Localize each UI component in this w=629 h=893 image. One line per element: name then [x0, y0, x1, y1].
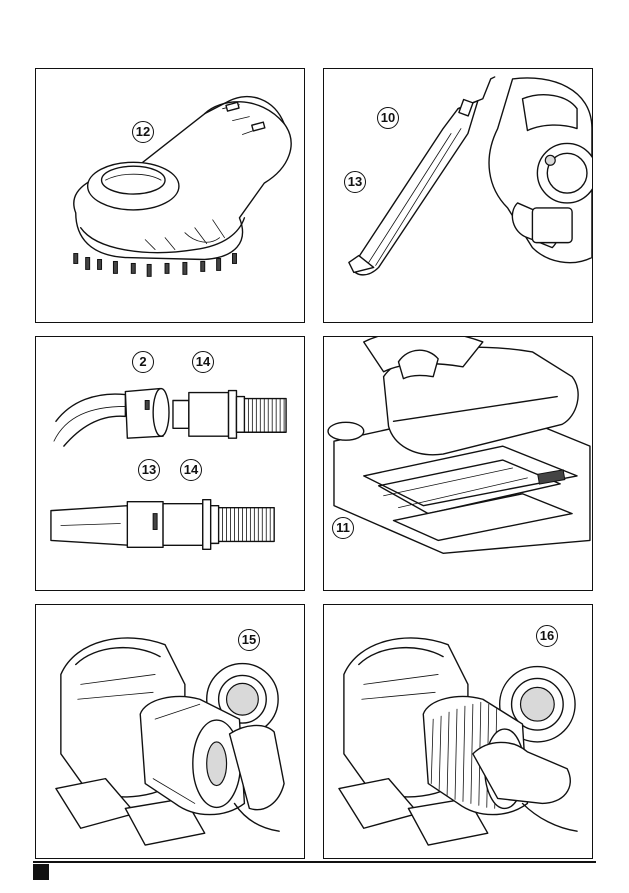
callout-13: 13: [344, 171, 366, 193]
callout-12: 12: [132, 121, 154, 143]
hose-connections-illustration: [36, 337, 304, 590]
filter-removal-illustration: [36, 605, 304, 858]
footer-rule: [33, 861, 596, 863]
callout-13: 13: [138, 459, 160, 481]
panel-hose-connections: 2 14 13 14: [35, 336, 305, 591]
crevice-tool-illustration: [324, 69, 592, 322]
panel-crevice-tool: 10 13: [323, 68, 593, 323]
panel-filter-removal: 15: [35, 604, 305, 859]
callout-14-upper: 14: [192, 351, 214, 373]
footer-marker: [33, 864, 49, 880]
callout-16: 16: [536, 625, 558, 647]
panel-brush-tool: 12: [35, 68, 305, 323]
panel-pleated-filter-removal: 16: [323, 604, 593, 859]
callout-11: 11: [332, 517, 354, 539]
callout-15: 15: [238, 629, 260, 651]
charging-base-illustration: [324, 337, 592, 590]
callout-10: 10: [377, 107, 399, 129]
panel-charging-base: 11: [323, 336, 593, 591]
brush-tool-illustration: [36, 69, 304, 322]
callout-14-lower: 14: [180, 459, 202, 481]
callout-2: 2: [132, 351, 154, 373]
